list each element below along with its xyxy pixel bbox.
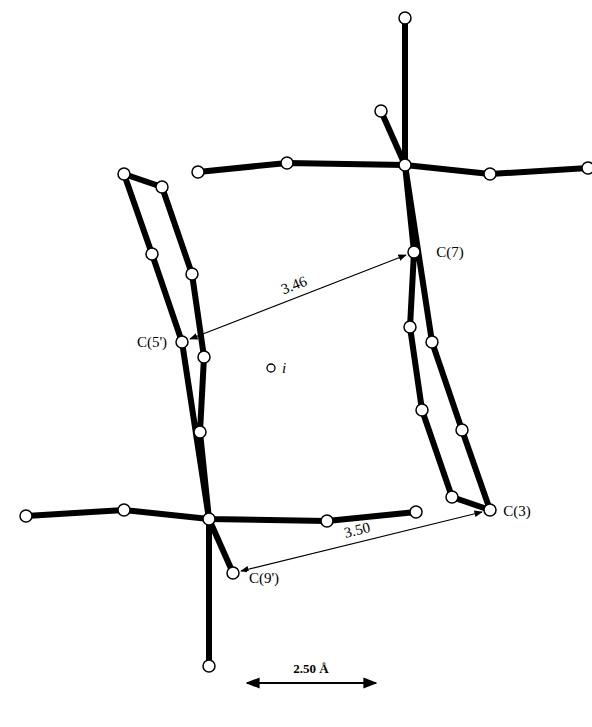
distance-value: 3.50 [341,519,374,541]
scale-label: 2.50 Å [291,662,330,675]
symmetry-symbol: i [280,361,288,376]
atom-label: C(9') [247,571,281,586]
molecule-bonds [26,174,416,666]
molecule-bonds [198,18,588,510]
atom-label: C(7) [434,245,466,260]
inversion-centre [267,364,275,372]
atom-label: C(5') [135,335,169,350]
atom-circles [20,12,592,672]
scale-bar [247,682,376,684]
distance-line [190,255,406,339]
distance-line [241,512,482,571]
atom-label: C(3) [501,504,533,519]
